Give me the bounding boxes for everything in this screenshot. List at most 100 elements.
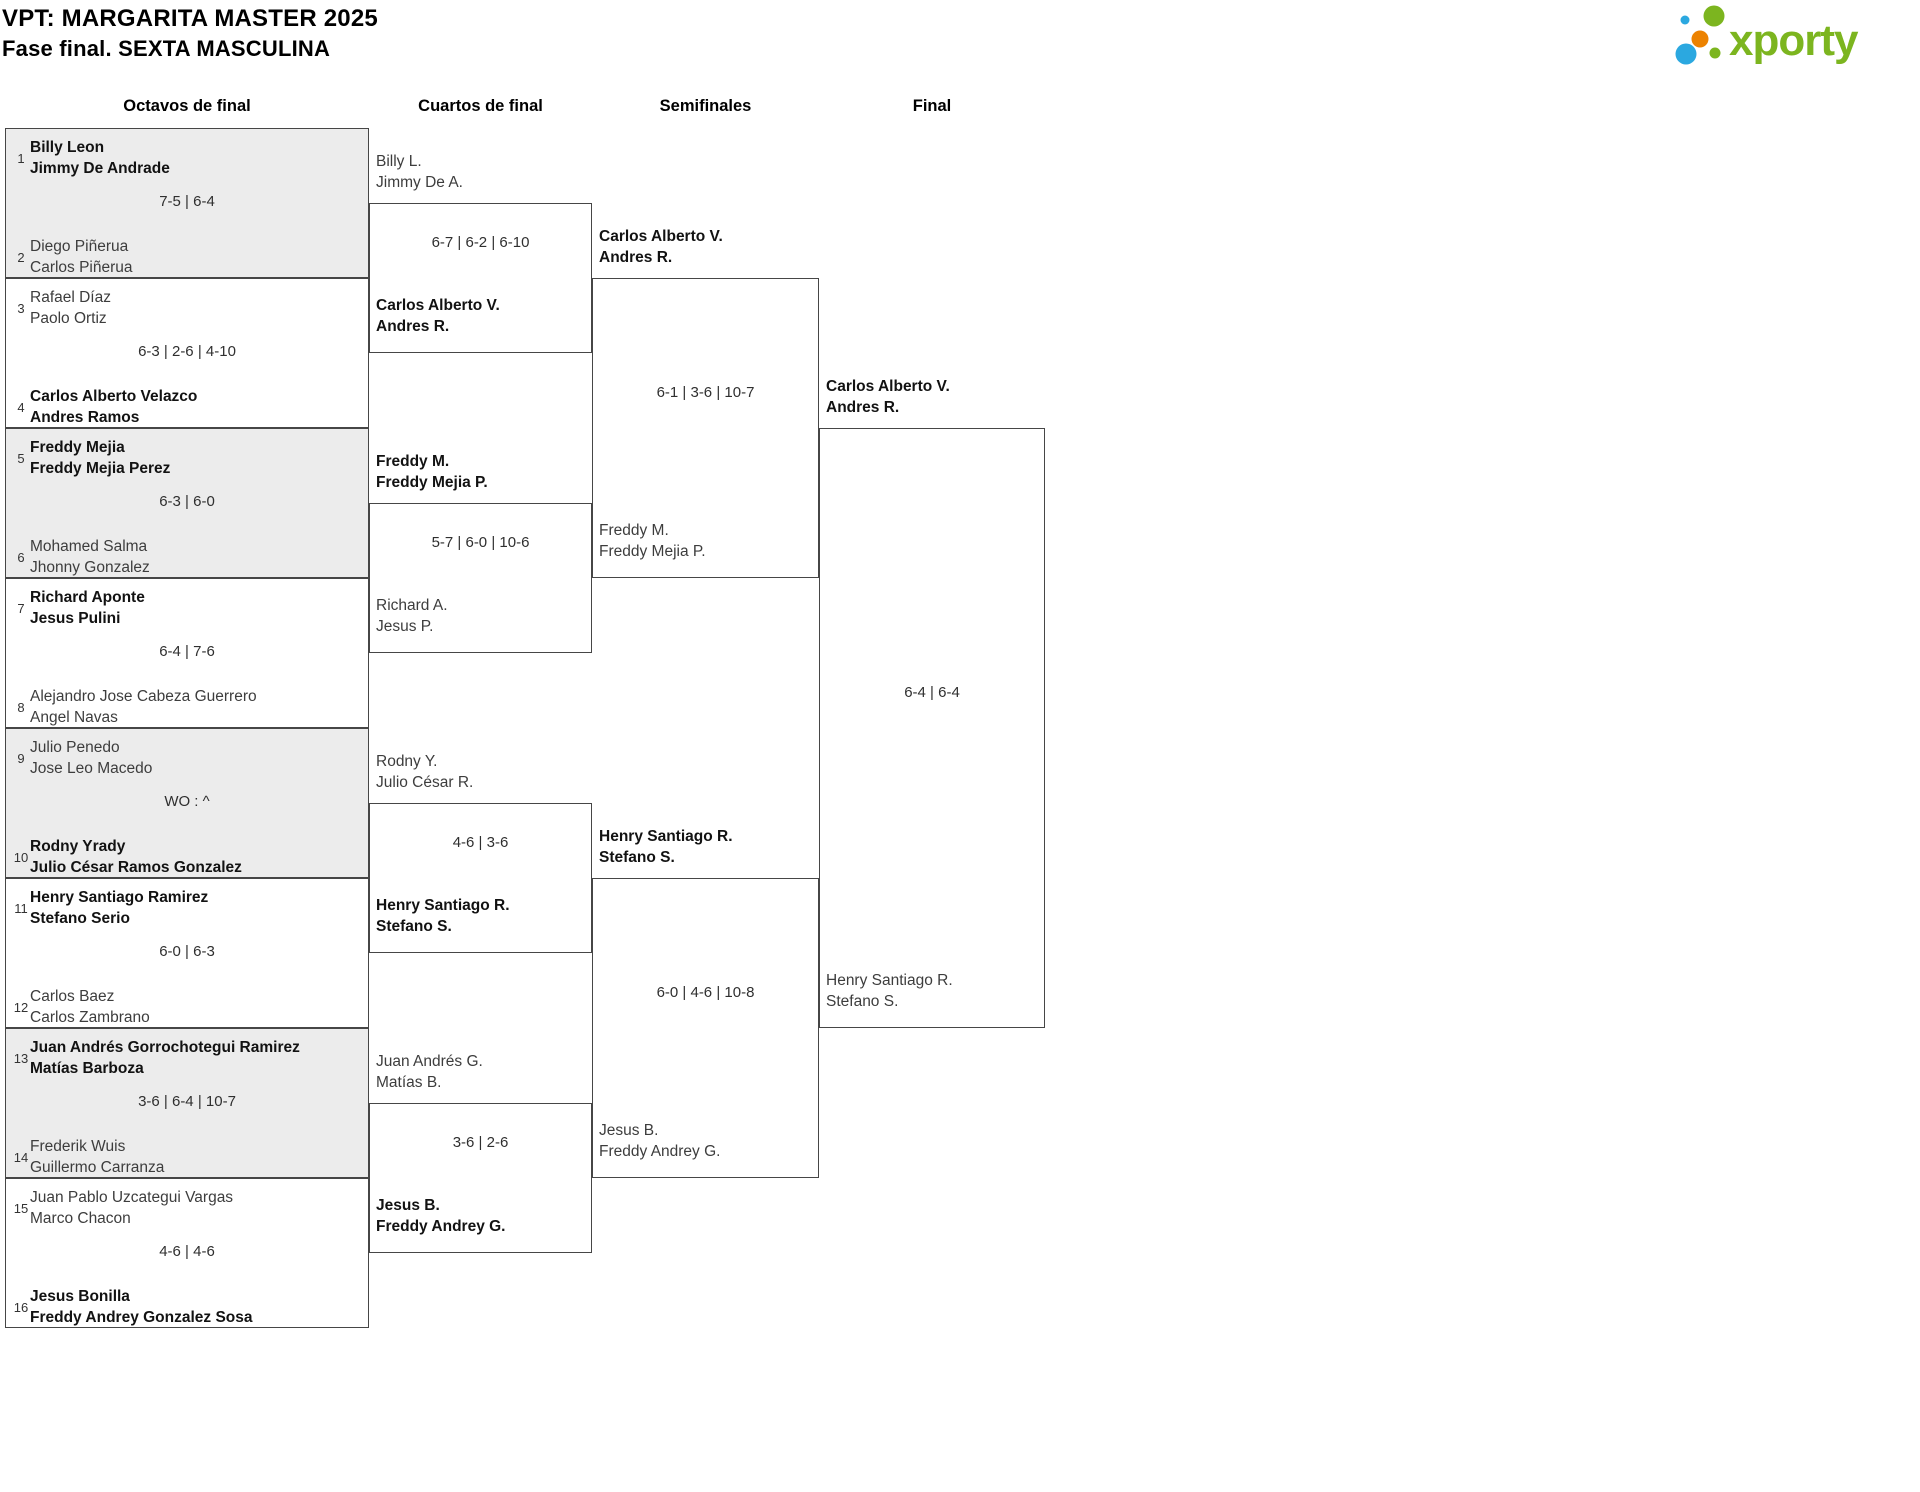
seed-number: 13 — [13, 1050, 29, 1066]
player-name: Richard A. — [376, 597, 448, 614]
player-name: Marco Chacon — [30, 1210, 131, 1227]
seed-number: 2 — [17, 249, 25, 265]
player-name: Juan Andrés G. — [376, 1053, 483, 1070]
player-name: Freddy Mejia P. — [376, 474, 488, 491]
match-score: 6-1 | 3-6 | 10-7 — [656, 384, 755, 401]
player-name: Matías Barboza — [30, 1060, 144, 1077]
seed-number: 11 — [14, 900, 28, 916]
match-score: 6-4 | 7-6 — [159, 643, 215, 660]
player-name: Freddy Andrey G. — [599, 1143, 721, 1160]
logo-dot-green-small — [1709, 47, 1721, 59]
match-box-semifinal-1 — [592, 278, 819, 578]
player-name: Jesus B. — [376, 1197, 440, 1214]
feeder-team-top: Freddy M.Freddy Mejia P. — [376, 451, 488, 493]
feeder-team-bottom: Jesus B. Freddy Andrey G. — [376, 1195, 505, 1237]
player-name: Jesus Bonilla — [30, 1288, 130, 1305]
match-score: 6-0 | 6-3 — [159, 943, 215, 960]
player-name: Julio Penedo — [30, 739, 120, 756]
match-box-cuartos-2 — [369, 503, 592, 653]
feeder-team-top: Henry Santiago R.Stefano S. — [599, 826, 733, 868]
match-score: WO : ^ — [164, 793, 210, 810]
player-name: Juan Pablo Uzcategui Vargas — [30, 1189, 234, 1206]
player-name: Carlos Baez — [30, 988, 115, 1005]
player-name: Billy L. — [376, 153, 422, 170]
match-score: 6-3 | 2-6 | 4-10 — [138, 343, 236, 360]
player-name: Stefano S. — [376, 918, 452, 935]
player-name: Jose Leo Macedo — [30, 760, 153, 777]
player-name: Alejandro Jose Cabeza Guerrero — [30, 688, 257, 705]
player-name: Matías B. — [376, 1074, 442, 1091]
logo-dot-blue-small — [1680, 15, 1690, 25]
player-name: Paolo Ortiz — [30, 310, 107, 327]
match-box-cuartos-3 — [369, 803, 592, 953]
player-name: Henry Santiago R. — [376, 897, 510, 914]
player-name: Jimmy De Andrade — [30, 160, 170, 177]
round-header-cuartos: Cuartos de final — [418, 97, 543, 115]
seed-number: 15 — [13, 1200, 29, 1216]
logo-dot-orange — [1691, 30, 1709, 48]
player-name: Juan Andrés Gorrochotegui Ramirez — [30, 1039, 300, 1056]
player-name: Jhonny Gonzalez — [30, 559, 150, 576]
player-name: Andres R. — [599, 249, 673, 266]
logo-dot-green-big — [1703, 5, 1725, 27]
player-name: Andres Ramos — [30, 409, 140, 426]
seed-number: 3 — [17, 300, 25, 316]
player-name: Jesus B. — [599, 1122, 659, 1139]
player-name: Freddy Andrey G. — [376, 1218, 506, 1235]
player-name: Freddy Andrey Gonzalez Sosa — [30, 1309, 253, 1326]
player-name: Jimmy De A. — [376, 174, 463, 191]
logo-dot-blue-big — [1675, 43, 1697, 65]
player-name: Stefano S. — [826, 993, 899, 1010]
seed-number: 8 — [17, 699, 25, 715]
player-name: Julio César R. — [376, 774, 474, 791]
match-box-cuartos-4 — [369, 1103, 592, 1253]
seed-number: 9 — [17, 750, 25, 766]
round-header-final: Final — [912, 97, 952, 115]
player-name: Freddy Mejia Perez — [30, 460, 171, 477]
player-name: Frederik Wuis — [30, 1138, 126, 1155]
player-name: Rodny Y. — [376, 753, 438, 770]
seed-number: 7 — [17, 600, 25, 616]
page-subtitle: Fase final. SEXTA MASCULINA — [2, 36, 331, 61]
player-name: Henry Santiago R. — [599, 828, 733, 845]
player-name: Angel Navas — [30, 709, 118, 726]
seed-number: 4 — [17, 399, 25, 415]
player-name: Mohamed Salma — [30, 538, 148, 555]
match-box-final — [819, 428, 1045, 1028]
player-name: Richard Aponte — [30, 589, 145, 606]
player-name: Andres R. — [826, 399, 900, 416]
player-name: Diego Piñerua — [30, 238, 129, 255]
player-name: Freddy M. — [599, 522, 669, 539]
player-name: Carlos Alberto V. — [826, 378, 950, 395]
player-name: Carlos Zambrano — [30, 1009, 150, 1026]
page-title: VPT: MARGARITA MASTER 2025 — [2, 5, 378, 32]
match-score: 6-0 | 4-6 | 10-8 — [656, 984, 755, 1001]
player-name: Carlos Piñerua — [30, 259, 133, 276]
seed-number: 5 — [17, 450, 25, 466]
round-header-semifinales: Semifinales — [659, 97, 752, 115]
match-score: 6-4 | 6-4 — [904, 684, 960, 701]
player-name: Guillermo Carranza — [30, 1159, 165, 1176]
xporty-logo: xporty — [1675, 5, 1860, 65]
player-name: Stefano Serio — [30, 910, 130, 927]
